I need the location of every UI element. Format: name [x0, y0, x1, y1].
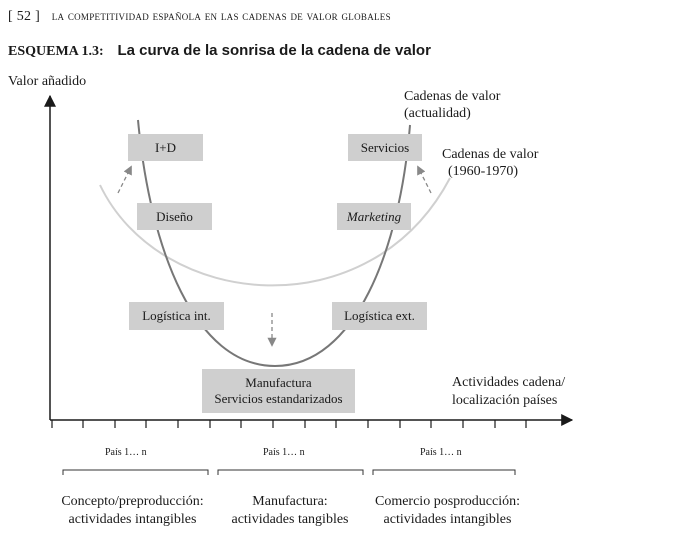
phase-pre-production-line2: actividades intangibles: [68, 512, 197, 527]
box-external-logistics-label: Logística ext.: [344, 308, 415, 323]
past-curve-label-line2: (1960-1970): [448, 164, 518, 179]
x-axis-label-line2: localización países: [452, 393, 558, 408]
y-axis-label: Valor añadido: [8, 74, 87, 89]
box-design-label: Diseño: [156, 208, 193, 224]
phase-post-production-line1: Comercio posproducción:: [374, 494, 521, 509]
box-internal-logistics-label: Logística int.: [142, 308, 211, 323]
country-group-3: País 1… n: [420, 447, 462, 458]
figure-title-text: La curva de la sonrisa de la cadena de v…: [117, 42, 431, 59]
box-services-label: Servicios: [360, 139, 410, 155]
phase-post-production: Comercio posproducción: actividades inta…: [355, 493, 540, 529]
box-marketing: Marketing: [337, 203, 411, 230]
x-axis-label-line1: Actividades cadena/: [452, 375, 566, 390]
box-manufacturing-line1: Manufactura: [245, 375, 312, 390]
phase-manufacturing-line2: actividades tangibles: [231, 512, 349, 527]
running-title: la competitividad española en las cadena…: [51, 8, 391, 23]
current-curve-label-line2: (actualidad): [404, 106, 471, 121]
past-curve-label-line1: Cadenas de valor: [442, 147, 539, 162]
current-curve-label-line1: Cadenas de valor: [404, 89, 501, 104]
past-value-chain-curve: [99, 177, 451, 287]
figure-title: ESQUEMA 1.3: La curva de la sonrisa de l…: [8, 42, 431, 60]
x-axis-ticks: [51, 420, 527, 428]
country-group-2: País 1… n: [263, 447, 305, 458]
figure-number: ESQUEMA 1.3:: [8, 44, 104, 59]
dashed-arrow-right: [417, 165, 432, 194]
box-rd-label: I+D: [154, 139, 177, 155]
box-services: Servicios: [348, 134, 422, 161]
box-design: Diseño: [137, 203, 212, 230]
page-number: [ 52 ]: [8, 9, 41, 24]
phase-manufacturing-line1: Manufactura:: [252, 494, 328, 509]
phase-post-production-line2: actividades intangibles: [383, 512, 512, 527]
box-rd: I+D: [128, 134, 203, 161]
dashed-arrow-left: [117, 165, 132, 194]
box-manufacturing: Manufactura Servicios estandarizados: [202, 369, 355, 413]
country-group-1: País 1… n: [105, 447, 147, 458]
phase-pre-production-line1: Concepto/preproducción:: [61, 494, 204, 509]
current-value-chain-curve: [137, 119, 411, 368]
running-header: [ 52 ] la competitividad española en las…: [8, 8, 391, 25]
phase-pre-production: Concepto/preproducción: actividades inta…: [40, 493, 225, 529]
box-internal-logistics: Logística int.: [129, 302, 224, 330]
box-manufacturing-line2: Servicios estandarizados: [214, 391, 343, 406]
box-marketing-label: Marketing: [346, 208, 402, 224]
phase-manufacturing: Manufactura: actividades tangibles: [210, 493, 370, 529]
phase-brackets: [62, 469, 516, 475]
box-external-logistics: Logística ext.: [332, 302, 427, 330]
